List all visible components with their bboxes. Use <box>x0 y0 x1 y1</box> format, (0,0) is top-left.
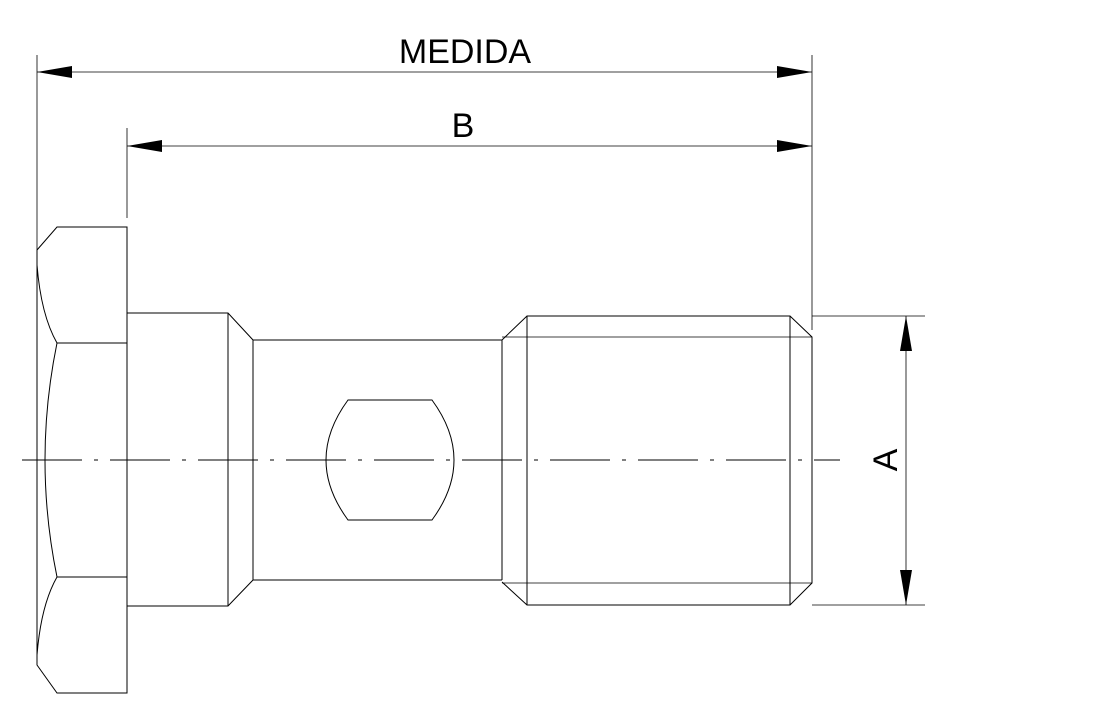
dimension-b: B <box>127 107 812 152</box>
dimension-a: A <box>867 316 912 605</box>
cross-hole <box>325 399 455 521</box>
diameter-label: A <box>867 448 905 471</box>
thread-length-label: B <box>452 107 475 145</box>
threaded-end <box>501 315 813 606</box>
arrowhead-top <box>900 316 912 351</box>
arrowhead-left <box>127 140 162 152</box>
arrowhead-right <box>777 66 812 78</box>
arrowhead-left <box>37 66 72 78</box>
dimension-overall-length: MEDIDA <box>37 33 812 78</box>
extension-lines <box>36 55 925 606</box>
arrowhead-bottom <box>900 570 912 605</box>
overall-length-label: MEDIDA <box>399 33 532 71</box>
arrowhead-right <box>777 140 812 152</box>
